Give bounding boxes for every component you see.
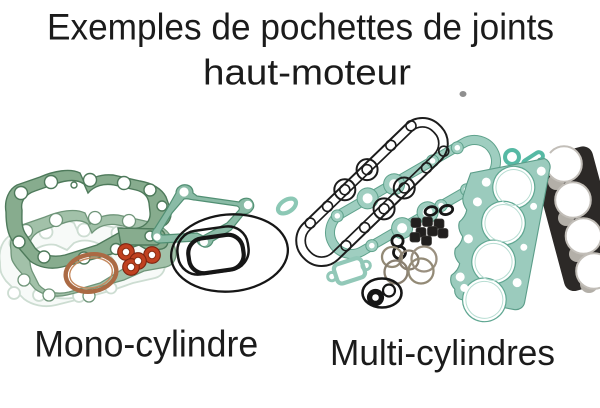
svg-text:Exemples de pochettes de joint: Exemples de pochettes de joints	[47, 6, 554, 48]
svg-text:Mono-cylindre: Mono-cylindre	[34, 324, 258, 365]
svg-text:Multi-cylindres: Multi-cylindres	[330, 332, 555, 373]
svg-text:haut-moteur: haut-moteur	[203, 52, 411, 93]
